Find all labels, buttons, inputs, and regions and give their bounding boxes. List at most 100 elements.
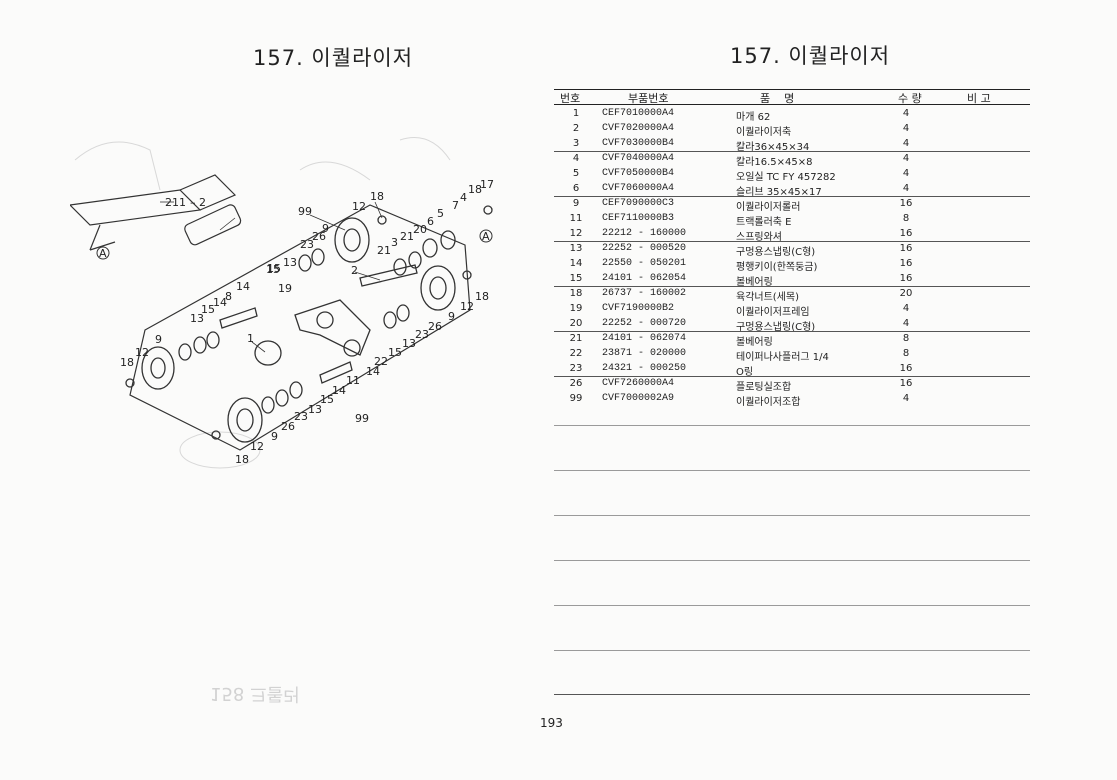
header-remarks: 비 고: [967, 92, 991, 105]
callout-3: 3: [391, 236, 398, 249]
part-name-cell: 트랙롤러축 E: [736, 217, 792, 228]
callout-12-low: 12: [250, 440, 264, 453]
part-number-cell: 22550 - 050201: [602, 258, 687, 269]
bottom-rule: [554, 694, 1030, 695]
callout-15-low: 15: [320, 393, 334, 406]
callout-14-mid: 14: [366, 365, 380, 378]
callout-A-right: A: [482, 230, 490, 243]
part-name-cell: 볼베어링: [736, 277, 773, 288]
group-divider: [554, 376, 1030, 377]
part-no-cell: 1: [572, 108, 580, 119]
table-row: 6 CVF7060000A4 슬리브 35×45×17 4: [554, 182, 1030, 198]
quantity-cell: 4: [902, 183, 910, 194]
callout-11: 11: [346, 374, 360, 387]
page-number: 193: [540, 716, 563, 730]
callout-12-left: 12: [135, 346, 149, 359]
part-no-cell: 12: [569, 228, 583, 239]
part-no-cell: 2: [572, 123, 580, 134]
callout-9-mid: 9: [448, 310, 455, 323]
part-name-cell: O링: [736, 367, 754, 378]
part-no-cell: 9: [572, 198, 580, 209]
part-number-cell: CVF7190000B2: [602, 303, 675, 314]
part-no-cell: 18: [569, 288, 583, 299]
callout-19: 19: [278, 282, 292, 295]
group-divider: [554, 331, 1030, 332]
quantity-cell: 16: [899, 198, 913, 209]
quantity-cell: 16: [899, 273, 913, 284]
part-no-cell: 11: [569, 213, 583, 224]
quantity-cell: 20: [899, 288, 913, 299]
quantity-cell: 16: [899, 363, 913, 374]
callout-9-low: 9: [271, 430, 278, 443]
part-no-cell: 4: [572, 153, 580, 164]
divider: [554, 650, 1030, 651]
part-number-cell: CVF7260000A4: [602, 378, 675, 389]
divider: [554, 425, 1030, 426]
group-divider: [554, 196, 1030, 197]
part-number-cell: 24101 - 062054: [602, 273, 687, 284]
callout-15-left: 15: [201, 303, 215, 316]
callout-23-top: 23: [300, 238, 314, 251]
part-name-cell: 슬리브 35×45×17: [736, 187, 822, 198]
quantity-cell: 4: [902, 318, 910, 329]
callout-26-mid: 26: [428, 320, 442, 333]
quantity-cell: 8: [902, 348, 910, 359]
quantity-cell: 16: [899, 258, 913, 269]
callout-2: 2: [351, 264, 358, 277]
callout-21-b: 21: [400, 230, 414, 243]
callout-17: 17: [480, 178, 494, 191]
part-name-cell: 볼베어링: [736, 337, 773, 348]
callout-5: 5: [437, 207, 444, 220]
part-number-cell: CVF7040000A4: [602, 153, 675, 164]
quantity-cell: 4: [902, 393, 910, 404]
part-no-cell: 6: [572, 183, 580, 194]
part-number-cell: 24321 - 000250: [602, 363, 687, 374]
callout-15-mid: 15: [388, 346, 402, 359]
part-name-cell: 칼라36×45×34: [736, 142, 810, 153]
part-number-cell: CEF7090000C3: [602, 198, 675, 209]
part-no-cell: 19: [569, 303, 583, 314]
header-no: 번호: [560, 92, 581, 105]
callout-12-top: 12: [352, 200, 366, 213]
part-no-cell: 23: [569, 363, 583, 374]
header-rule-bottom: [554, 104, 1030, 105]
callout-99-top: 99: [298, 205, 312, 218]
part-no-cell: 22: [569, 348, 583, 359]
exploded-parts-diagram: 211 – 2 A A 99 99 18 12 9 26 23 13 15 2 …: [70, 137, 494, 469]
divider: [554, 470, 1030, 471]
callout-14-low: 14: [332, 384, 346, 397]
part-no-cell: 26: [569, 378, 583, 389]
callout-22: 22: [374, 355, 388, 368]
part-name-cell: 스프링와셔: [736, 232, 782, 243]
part-no-cell: 14: [569, 258, 583, 269]
part-no-cell: 5: [572, 168, 580, 179]
part-number-cell: 22212 - 160000: [602, 228, 687, 239]
callout-211-2: – 2: [190, 196, 206, 209]
callout-18-mid: 18: [475, 290, 489, 303]
group-divider: [554, 286, 1030, 287]
quantity-cell: 16: [899, 378, 913, 389]
quantity-cell: 4: [902, 168, 910, 179]
callout-13-top: 13: [283, 256, 297, 269]
header-quantity: 수 량: [898, 92, 922, 105]
part-no-cell: 3: [572, 138, 580, 149]
quantity-cell: 8: [902, 333, 910, 344]
callout-18-top: 18: [370, 190, 384, 203]
part-number-cell: CVF7060000A4: [602, 183, 675, 194]
part-number-cell: CVF7000002A9: [602, 393, 675, 404]
part-name-cell: 칼라16.5×45×8: [736, 157, 813, 168]
callout-18-left: 18: [120, 356, 134, 369]
